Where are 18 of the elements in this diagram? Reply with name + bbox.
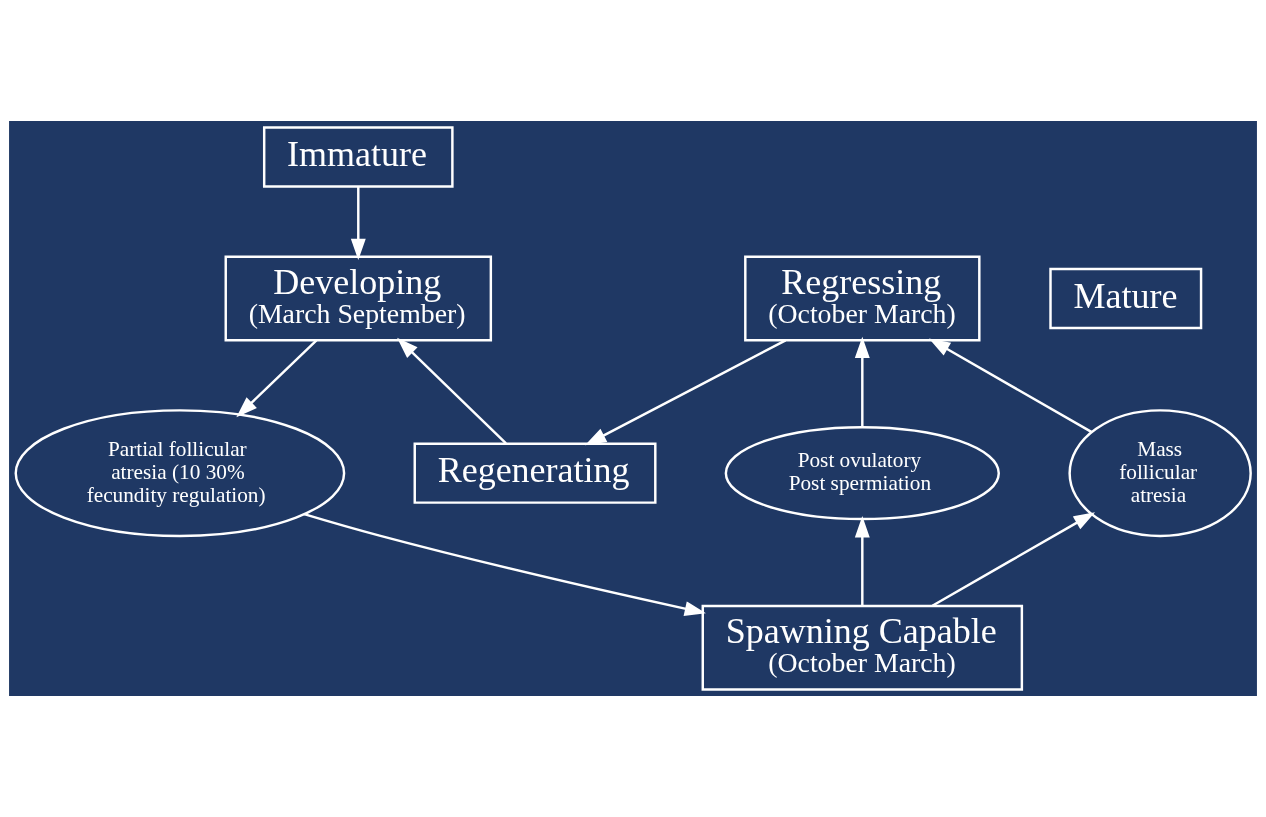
node-ellipse: Partial follicular atresia (10 30% fecundity regulation): [14, 409, 346, 538]
node-box: Immature: [262, 126, 454, 188]
arrow: [397, 337, 507, 445]
node-ellipse: Mass follicular atresia: [1068, 409, 1252, 538]
arrow: [854, 516, 870, 606]
arrow: [303, 512, 706, 616]
node-ellipse: Post ovulatory Post spermiation: [724, 426, 1000, 521]
arrow: [931, 512, 1096, 607]
arrow: [928, 338, 1093, 434]
arrow: [350, 186, 366, 261]
node-box: Regressing (October March): [744, 255, 981, 342]
arrow: [585, 339, 787, 446]
arrow: [854, 336, 870, 427]
arrow: [236, 339, 318, 418]
node-box: Regenerating: [413, 442, 657, 504]
node-box: Developing (March September): [224, 255, 493, 342]
node-box: Mature: [1049, 267, 1203, 330]
node-box: Spawning Capable (October March): [701, 604, 1024, 691]
